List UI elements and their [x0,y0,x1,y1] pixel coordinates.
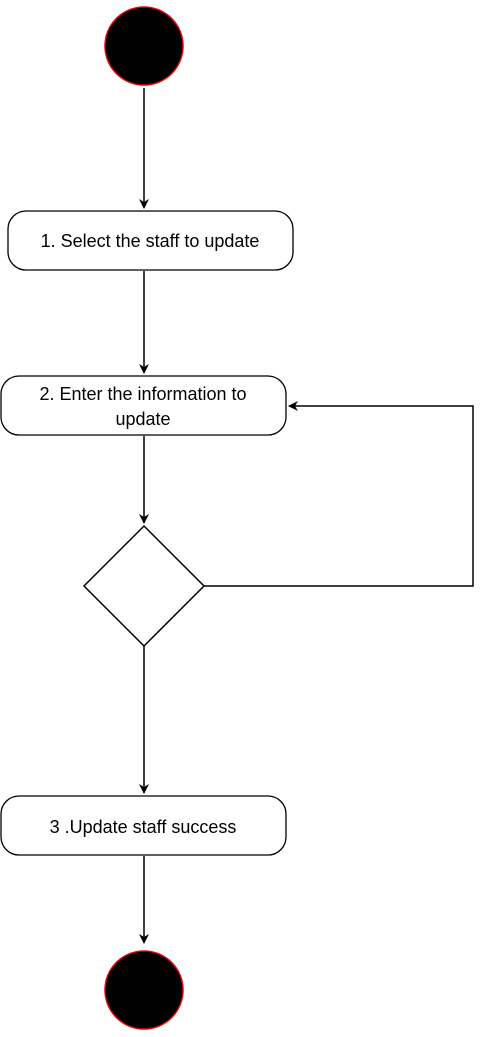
edge-decision-loop-back-to-step2 [204,401,474,587]
action-step-3-label: 3 .Update staff success [50,817,237,837]
action-step-1-label: 1. Select the staff to update [41,231,260,251]
end-node [104,950,184,1030]
action-step-2-box [0,375,287,436]
action-step-2: 2. Enter the information to update [0,375,287,436]
decision-node [82,524,206,648]
action-step-2-label-line-1: 2. Enter the information to [39,384,246,404]
action-step-1-box [7,210,294,271]
start-node [104,6,184,86]
action-step-3-box [0,795,287,856]
action-step-3: 3 .Update staff success [0,795,287,856]
action-step-2-label-line-2: update [115,409,170,429]
action-step-1: 1. Select the staff to update [7,210,294,271]
